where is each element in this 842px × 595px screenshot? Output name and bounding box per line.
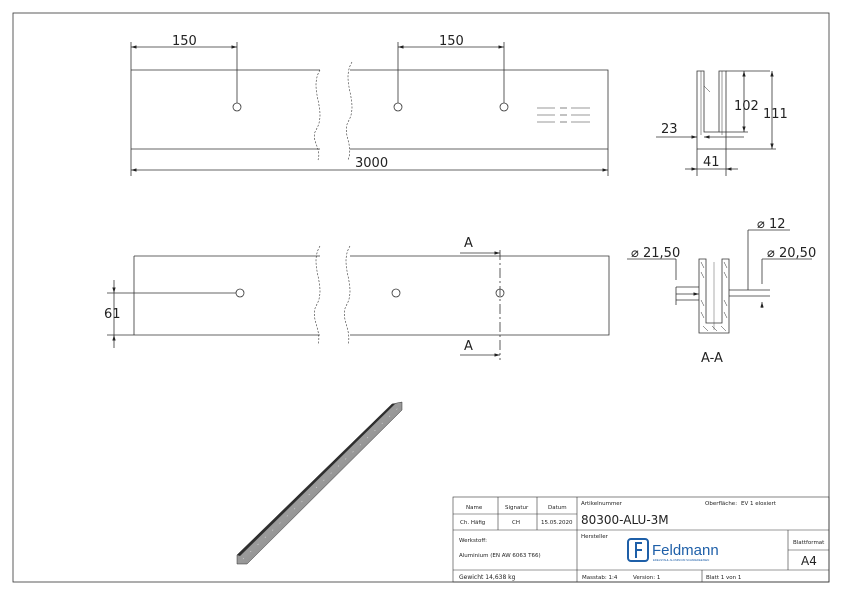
hole: [499, 102, 509, 112]
dim-111: 111: [763, 107, 788, 122]
tb-werkstoff-label: Werkstoff:: [459, 538, 487, 544]
dim-41: 41: [703, 155, 720, 170]
dim-3000: 3000: [355, 156, 388, 171]
tb-blattformat-label: Blattformat: [793, 540, 825, 546]
logo-text: Feldmann: [652, 542, 719, 559]
sheet-border: [12, 12, 830, 583]
dim-symbol-21-50: ⌀: [631, 246, 639, 261]
hole: [393, 102, 403, 112]
dim-20-50: 20,50: [779, 246, 816, 261]
dim-symbol-20-50: ⌀: [767, 246, 775, 261]
section-aa-label: A-A: [701, 351, 723, 366]
tb-artikelnummer-label: Artikelnummer: [581, 501, 623, 507]
tb-gewicht: Gewicht 14,638 kg: [459, 574, 516, 581]
tb-oberflaeche-value: EV 1 eloxiert: [741, 501, 777, 507]
isometric-view: [236, 401, 403, 565]
tb-massstab: Masstab: 1:4: [582, 575, 618, 581]
tb-signatur-label: Signatur: [505, 505, 529, 511]
dim-12: 12: [769, 217, 786, 232]
dim-symbol-12: ⌀: [757, 217, 765, 232]
tb-datum-value: 15.05.2020: [541, 520, 573, 526]
dim-61: 61: [104, 307, 121, 322]
tb-signatur-value: CH: [512, 520, 520, 526]
tb-oberflaeche-label: Oberfläche:: [705, 501, 737, 507]
tb-blattformat-value: A4: [801, 554, 817, 568]
front-view: [107, 245, 610, 360]
tb-hersteller-label: Hersteller: [581, 534, 609, 540]
tb-name-label: Name: [466, 505, 483, 511]
dim-102: 102: [734, 99, 759, 114]
profile-end-view: [656, 70, 776, 176]
tb-name-value: Ch. Häfig: [460, 520, 485, 526]
section-aa-view: [627, 229, 812, 334]
logo-subtext: EDELSTAHL ALUMINIUM SCHMIEDEEISEN: [653, 558, 709, 562]
tb-datum-label: Datum: [548, 505, 567, 511]
tb-werkstoff-value: Aluminium (EN AW 6063 T66): [459, 553, 541, 559]
section-label-bottom: A: [464, 339, 473, 354]
top-view: [130, 42, 609, 176]
tb-blatt: Blatt 1 von 1: [706, 575, 741, 581]
tb-artikelnummer-value: 80300-ALU-3M: [581, 513, 669, 527]
title-block: [452, 496, 830, 583]
section-label-top: A: [464, 236, 473, 251]
dim-21-50: 21,50: [643, 246, 680, 261]
dim-23: 23: [661, 122, 678, 137]
hole: [232, 102, 242, 112]
hole: [391, 288, 401, 298]
dim-150-right: 150: [439, 34, 464, 49]
hole: [235, 288, 245, 298]
dim-150-left: 150: [172, 34, 197, 49]
tb-version: Version: 1: [633, 575, 660, 581]
feldmann-logo: Feldmann EDELSTAHL ALUMINIUM SCHMIEDEEIS…: [627, 538, 719, 562]
